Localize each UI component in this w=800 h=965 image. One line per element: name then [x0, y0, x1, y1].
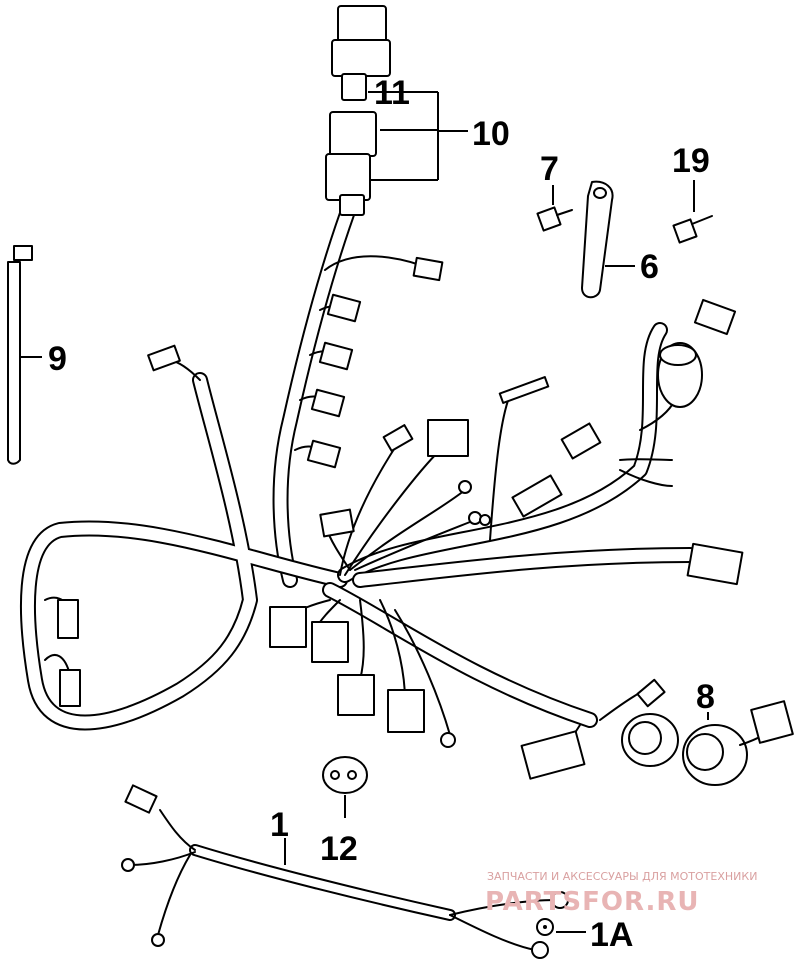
callout-6: 6 [640, 248, 659, 286]
bolt-7 [536, 185, 573, 232]
watermark-tagline: ЗАПЧАСТИ И АКСЕССУАРЫ ДЛЯ МОТОТЕХНИКИ [487, 870, 757, 883]
relay-fuse-assembly [325, 5, 391, 216]
band-strap [7, 245, 42, 465]
horn-part [621, 700, 794, 786]
callout-8: 8 [696, 678, 715, 716]
washer-1a [536, 918, 586, 936]
callout-12: 12 [320, 830, 358, 868]
harness-connectors [57, 256, 744, 780]
callout-1a: 1A [590, 916, 633, 954]
sub-harness [121, 784, 569, 959]
callout-10: 10 [472, 115, 510, 153]
bolt-19 [672, 180, 713, 244]
callout-19: 19 [672, 142, 710, 180]
grommet [322, 756, 368, 818]
coupler-part [657, 342, 703, 408]
main-harness [20, 192, 698, 731]
leaders-10-11 [368, 91, 709, 720]
callout-9: 9 [48, 340, 67, 378]
callout-11: 11 [374, 74, 410, 112]
stay-bracket [581, 180, 635, 299]
callout-1: 1 [270, 806, 289, 844]
callout-7: 7 [540, 150, 559, 188]
watermark-logo: PARTSFOR.RU [485, 887, 699, 917]
